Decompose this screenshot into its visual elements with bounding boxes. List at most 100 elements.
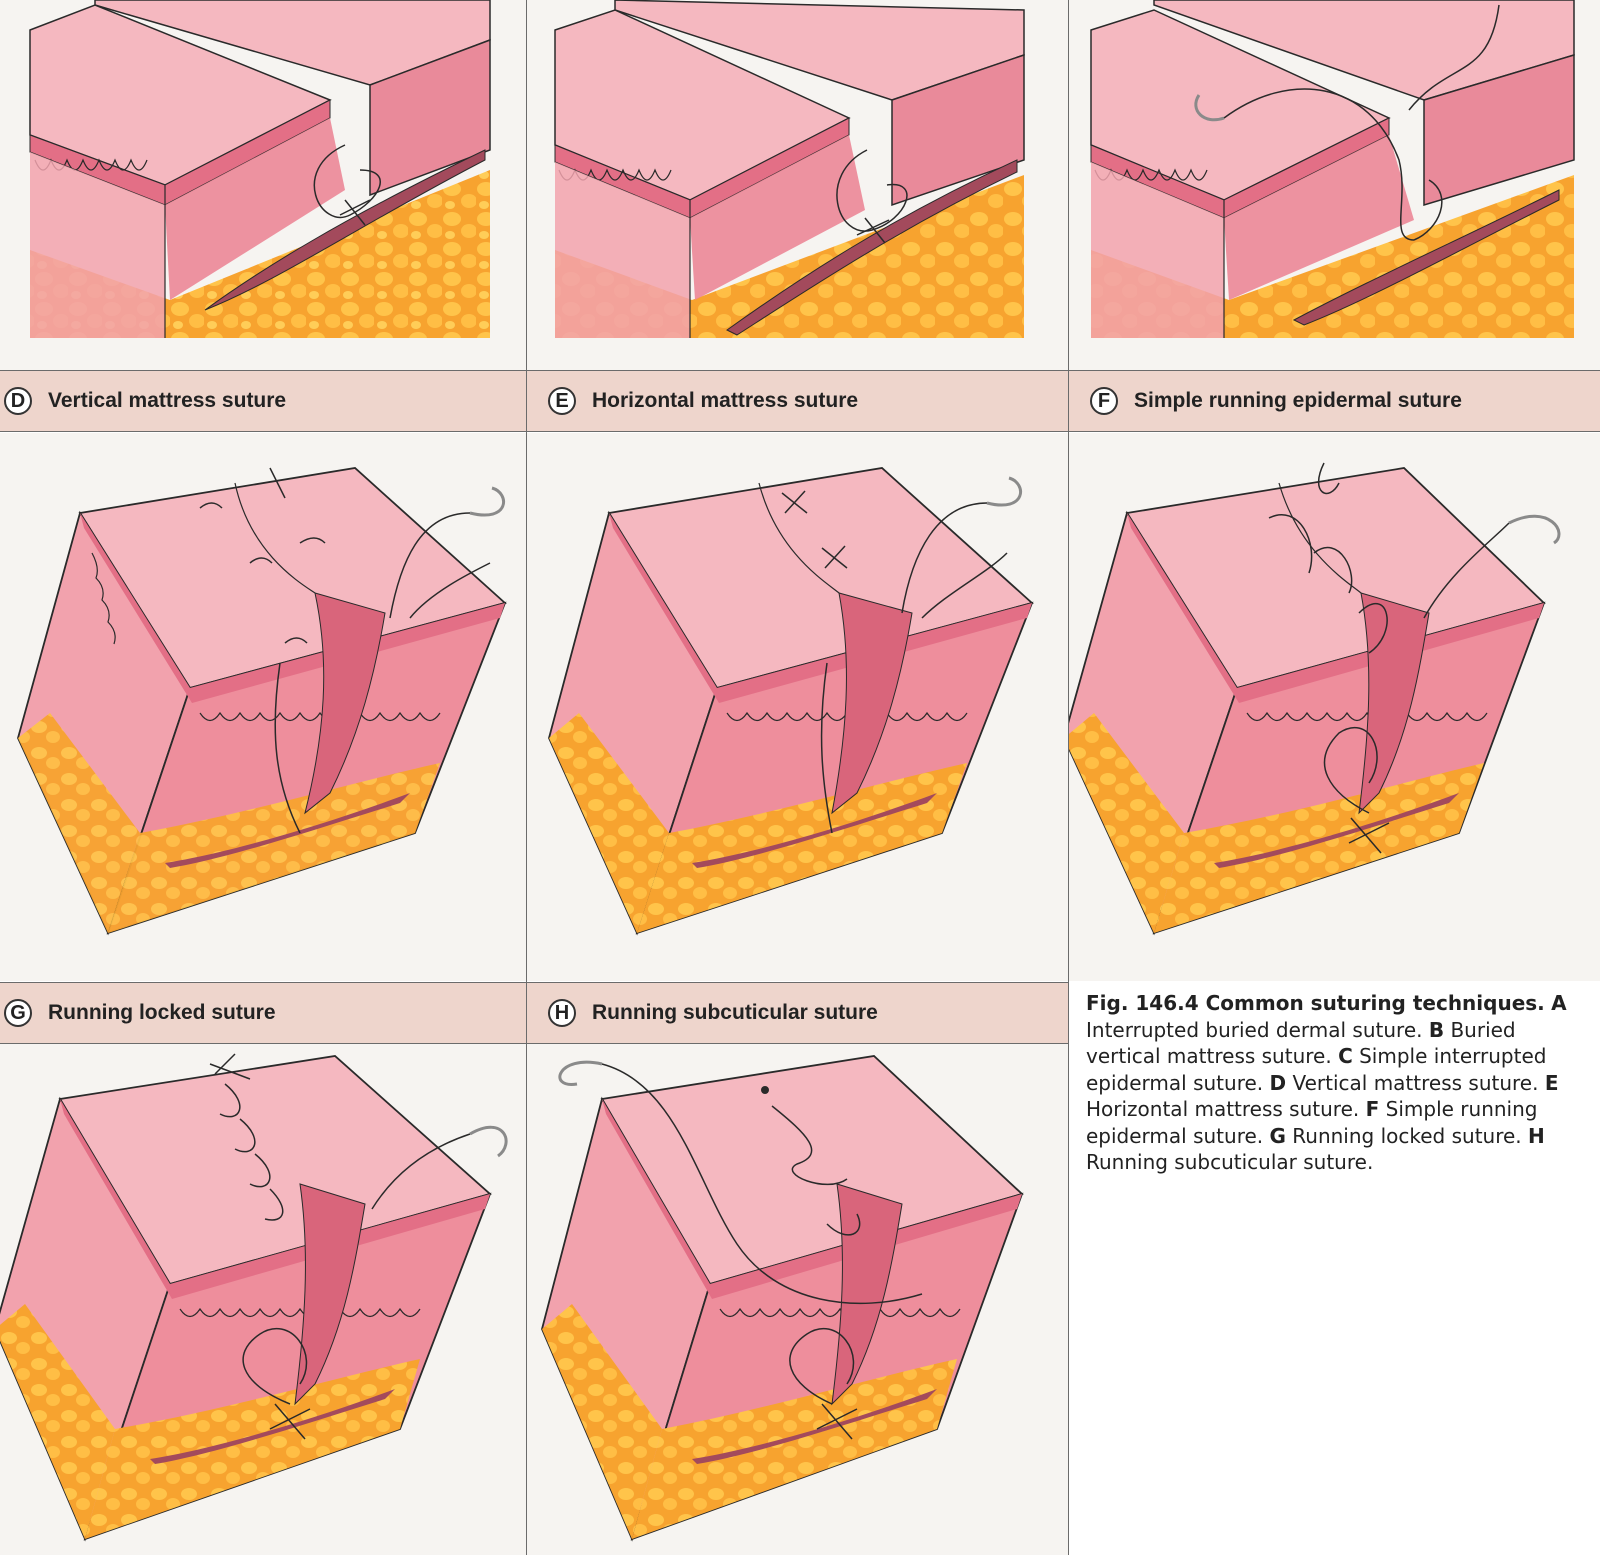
dermis-side <box>1224 135 1414 300</box>
suture-thread <box>1423 522 1510 619</box>
panel-g-illustration <box>0 1053 508 1542</box>
epidermis-band <box>80 513 505 703</box>
dermis-front <box>30 152 165 338</box>
wound-cleft <box>1292 189 1560 326</box>
caption-letter: D <box>1269 1070 1287 1095</box>
fat-left <box>0 1304 115 1539</box>
epidermis-band <box>602 1099 1022 1299</box>
suture-knot <box>856 217 890 244</box>
fat-front <box>85 1359 420 1539</box>
caption-text: Buried vertical mattress suture. <box>1086 1017 1516 1069</box>
fat-left <box>1069 713 1184 933</box>
needle <box>558 1060 603 1086</box>
caption-letter: C <box>1338 1044 1353 1068</box>
epidermis-band <box>609 513 1032 703</box>
needle <box>986 476 1023 507</box>
panel-title: Vertical mattress suture <box>48 389 287 412</box>
caption-letter: B <box>1428 1017 1445 1042</box>
fat-front <box>1154 763 1484 933</box>
locked-suture <box>209 1053 311 1440</box>
dermal-papillae <box>719 1307 961 1318</box>
caption-text: Horizontal mattress suture. <box>1086 1097 1360 1121</box>
fat-left <box>542 1304 662 1539</box>
caption-text: Simple interrupted epidermal suture. <box>1086 1044 1547 1095</box>
fat-front <box>632 1359 957 1539</box>
wound-line-top <box>758 482 840 594</box>
needle <box>469 486 506 517</box>
wound-cleft <box>831 1183 903 1406</box>
wound-cleft <box>726 159 1018 336</box>
wound-line-top <box>234 482 316 594</box>
caption-text: Running subcuticular suture. <box>1086 1150 1374 1174</box>
fat-front <box>637 763 967 933</box>
panel-letter-badge: D <box>4 387 32 415</box>
suture <box>313 144 381 218</box>
suture-cross-marks <box>781 490 848 569</box>
epidermis-band <box>1127 513 1544 703</box>
dermis-side <box>690 135 865 300</box>
subcuticular-suture <box>771 1105 861 1440</box>
dermis-front <box>555 162 690 338</box>
wound-line-top <box>1278 482 1362 594</box>
needle <box>1508 514 1561 545</box>
suture-thread <box>371 1133 471 1210</box>
dermis-front <box>1091 162 1224 338</box>
panel-f-illustration <box>1069 462 1561 936</box>
needle <box>1194 94 1225 122</box>
caption-letter: A <box>1551 991 1567 1015</box>
divider-1 <box>526 0 527 1555</box>
wound-fat-cleft <box>165 793 410 868</box>
panel-h-illustration <box>541 1055 1024 1542</box>
needle <box>469 1125 508 1158</box>
panel-b-illustration <box>554 0 1025 338</box>
caption-figure-title: Fig. 146.4 Common suturing techniques. <box>1086 991 1545 1015</box>
panel-title: Simple running epidermal suture <box>1134 389 1462 412</box>
panel-e-illustration <box>548 467 1034 936</box>
suture-knot <box>339 199 371 226</box>
label-bar-row-1 <box>0 370 1600 432</box>
fat-front <box>108 763 440 933</box>
panel-c-illustration <box>1090 0 1575 338</box>
wound-fat-cleft <box>1214 793 1459 868</box>
suture <box>836 149 908 232</box>
dermal-papillae <box>179 1307 421 1318</box>
panel-a-illustration <box>29 0 491 338</box>
caption-letter: H <box>1528 1123 1545 1148</box>
panel-d-illustration <box>17 467 507 936</box>
panel-title: Running subcuticular suture <box>592 1001 878 1024</box>
wound-cleft <box>204 149 486 311</box>
suture-thread <box>274 512 491 834</box>
panel-label-f: F Simple running epidermal suture <box>1090 370 1462 432</box>
fat-left <box>549 713 669 933</box>
skin-back-side <box>891 53 1025 207</box>
wound-cleft <box>304 592 386 815</box>
caption-letter: E <box>1544 1070 1559 1095</box>
running-suture <box>1268 462 1390 854</box>
wound-fat-cleft <box>692 793 937 868</box>
panel-label-e: E Horizontal mattress suture <box>548 370 858 432</box>
caption-text: Vertical mattress suture. <box>1292 1070 1539 1095</box>
dermal-papillae <box>1246 711 1488 722</box>
panel-title: Horizontal mattress suture <box>592 389 859 412</box>
wound-cleft <box>831 592 913 815</box>
wound-fat-cleft <box>150 1389 395 1464</box>
epidermis-band <box>60 1099 490 1299</box>
panel-label-d: D Vertical mattress suture <box>4 370 286 432</box>
suture <box>1223 4 1500 241</box>
fat-left <box>18 713 140 933</box>
dermal-papillae <box>91 552 441 722</box>
panel-letter-badge: H <box>548 999 576 1027</box>
suture-knot-top <box>761 1086 769 1094</box>
panel-title: Running locked suture <box>48 1001 276 1024</box>
suture-loops <box>199 467 326 644</box>
caption-text: Simple running epidermal suture. <box>1086 1097 1538 1148</box>
caption-text: Interrupted buried dermal suture. <box>1086 1017 1423 1042</box>
panel-letter-badge: E <box>548 387 576 415</box>
panel-letter-badge: G <box>4 999 32 1027</box>
skin-back-side <box>1423 53 1575 207</box>
figure-caption: Fig. 146.4 Common suturing techniques. A… <box>1086 990 1596 1176</box>
panel-letter-badge: F <box>1090 387 1118 415</box>
wound-fat-cleft <box>692 1389 937 1464</box>
label-bar-row-2 <box>0 982 1069 1044</box>
panel-label-h: H Running subcuticular suture <box>548 982 878 1044</box>
